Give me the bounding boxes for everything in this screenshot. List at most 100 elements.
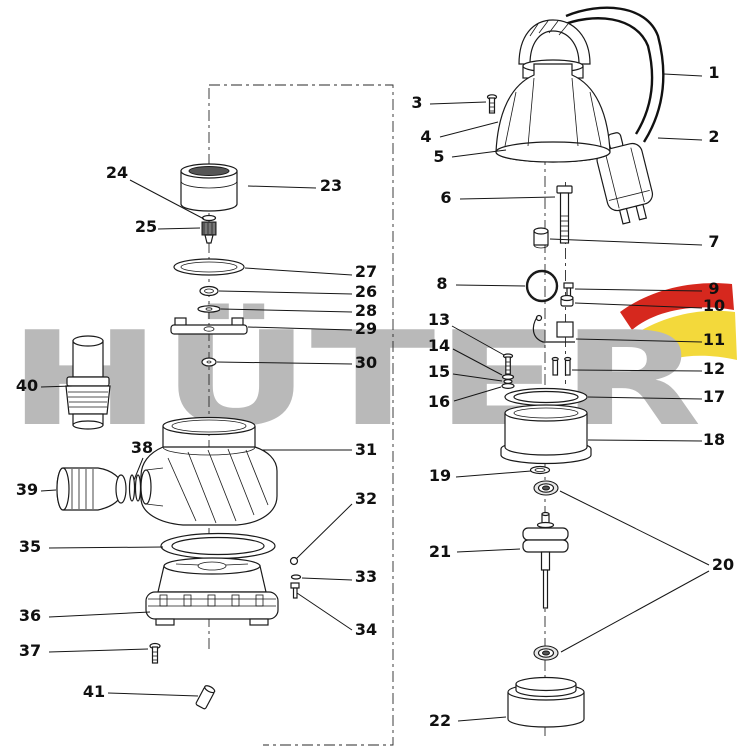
part-12-pins	[551, 356, 572, 376]
leader-24	[129, 179, 205, 220]
part-label-23: 23	[320, 176, 342, 195]
part-10-block	[560, 294, 574, 307]
bearing-lower	[533, 645, 559, 661]
leader-22	[457, 716, 507, 722]
part-8-o-ring	[525, 269, 559, 303]
leader-37	[48, 648, 149, 653]
leader-11	[575, 338, 703, 343]
part-label-1: 1	[708, 63, 719, 82]
part-7-spacer	[533, 227, 549, 249]
leader-19	[455, 470, 532, 478]
leader-23	[247, 185, 317, 189]
leader-13	[451, 325, 505, 356]
leader-lines	[40, 73, 710, 722]
part-label-4: 4	[420, 127, 431, 146]
part-13-screw	[502, 353, 514, 375]
leader-29	[247, 326, 353, 331]
leader-38	[133, 457, 144, 481]
part-label-15: 15	[428, 362, 450, 381]
part-label-13: 13	[428, 310, 450, 329]
leader-10	[574, 302, 703, 309]
part-label-5: 5	[433, 147, 444, 166]
leader-21	[456, 548, 521, 553]
right-assembly	[486, 6, 665, 728]
part-label-38: 38	[131, 438, 153, 457]
part-label-19: 19	[429, 466, 451, 485]
part-33-washer	[290, 574, 302, 580]
leader-8	[455, 284, 526, 287]
leader-3	[429, 101, 487, 105]
part-label-30: 30	[355, 353, 377, 372]
part-39-elbow-fitting	[56, 467, 127, 511]
part-label-37: 37	[19, 641, 41, 660]
part-label-29: 29	[355, 319, 377, 338]
part-label-24: 24	[106, 163, 128, 182]
part-labels: 23 24 25 27 26 28 29 30 31 32 33 34 35 3…	[16, 63, 734, 730]
part-label-11: 11	[703, 330, 725, 349]
bearing-upper	[533, 480, 559, 496]
part-label-41: 41	[83, 682, 105, 701]
part-3-screw	[486, 94, 498, 114]
leader-33	[301, 577, 353, 581]
leader-25	[157, 227, 201, 230]
part-label-17: 17	[703, 387, 725, 406]
part-23-float-cup	[180, 163, 238, 212]
part-label-10: 10	[703, 296, 725, 315]
part-19-ring	[529, 465, 551, 475]
part-36-base-strainer	[145, 557, 279, 626]
leader-27	[244, 267, 353, 276]
leader-20a	[559, 490, 710, 566]
part-label-40: 40	[16, 376, 38, 395]
part-label-33: 33	[355, 567, 377, 586]
leader-34	[296, 592, 353, 631]
part-6-long-bolt	[556, 185, 573, 244]
part-label-18: 18	[703, 430, 725, 449]
leader-20b	[560, 570, 710, 653]
part-label-7: 7	[708, 232, 719, 251]
part-27-gasket-ring	[173, 258, 245, 276]
part-40-outlet-pipe	[65, 335, 111, 430]
leader-9	[574, 288, 703, 292]
part-14-washer	[501, 374, 515, 380]
leader-7	[549, 238, 703, 246]
part-label-39: 39	[16, 480, 38, 499]
detail-view-dashed-box	[209, 84, 394, 746]
part-label-2: 2	[708, 127, 719, 146]
part-label-22: 22	[429, 711, 451, 730]
part-label-31: 31	[355, 440, 377, 459]
leader-41	[107, 692, 199, 697]
part-label-27: 27	[355, 262, 377, 281]
part-26-small-ring	[199, 285, 219, 297]
left-assembly	[56, 163, 302, 710]
part-18-seal-housing	[500, 404, 592, 465]
part-label-16: 16	[428, 392, 450, 411]
part-37-screw	[149, 642, 161, 664]
part-11-switch-bracket	[532, 314, 575, 343]
part-2-plug	[596, 132, 654, 225]
part-15-washer	[503, 379, 513, 384]
part-30-seal-disc	[201, 357, 217, 367]
part-label-20: 20	[712, 555, 734, 574]
leader-39	[40, 489, 57, 492]
part-label-6: 6	[440, 188, 451, 207]
leader-17	[587, 396, 703, 400]
leader-16	[453, 386, 502, 402]
leader-2	[657, 137, 703, 141]
part-label-36: 36	[19, 606, 41, 625]
part-label-32: 32	[355, 489, 377, 508]
leader-6	[459, 196, 556, 200]
part-38-o-rings	[128, 474, 142, 502]
part-29-mounting-plate	[170, 317, 248, 335]
leader-32	[295, 503, 353, 560]
leader-5	[451, 149, 507, 158]
part-17-gasket-ring	[504, 387, 588, 407]
motor-housing	[495, 63, 611, 163]
part-24-washer	[201, 214, 217, 222]
part-label-28: 28	[355, 301, 377, 320]
part-35-seal-ring	[160, 532, 276, 560]
part-28-flat-disc	[197, 305, 221, 313]
leader-35	[48, 546, 164, 549]
part-1-power-cable	[559, 6, 665, 143]
part-label-14: 14	[428, 336, 450, 355]
